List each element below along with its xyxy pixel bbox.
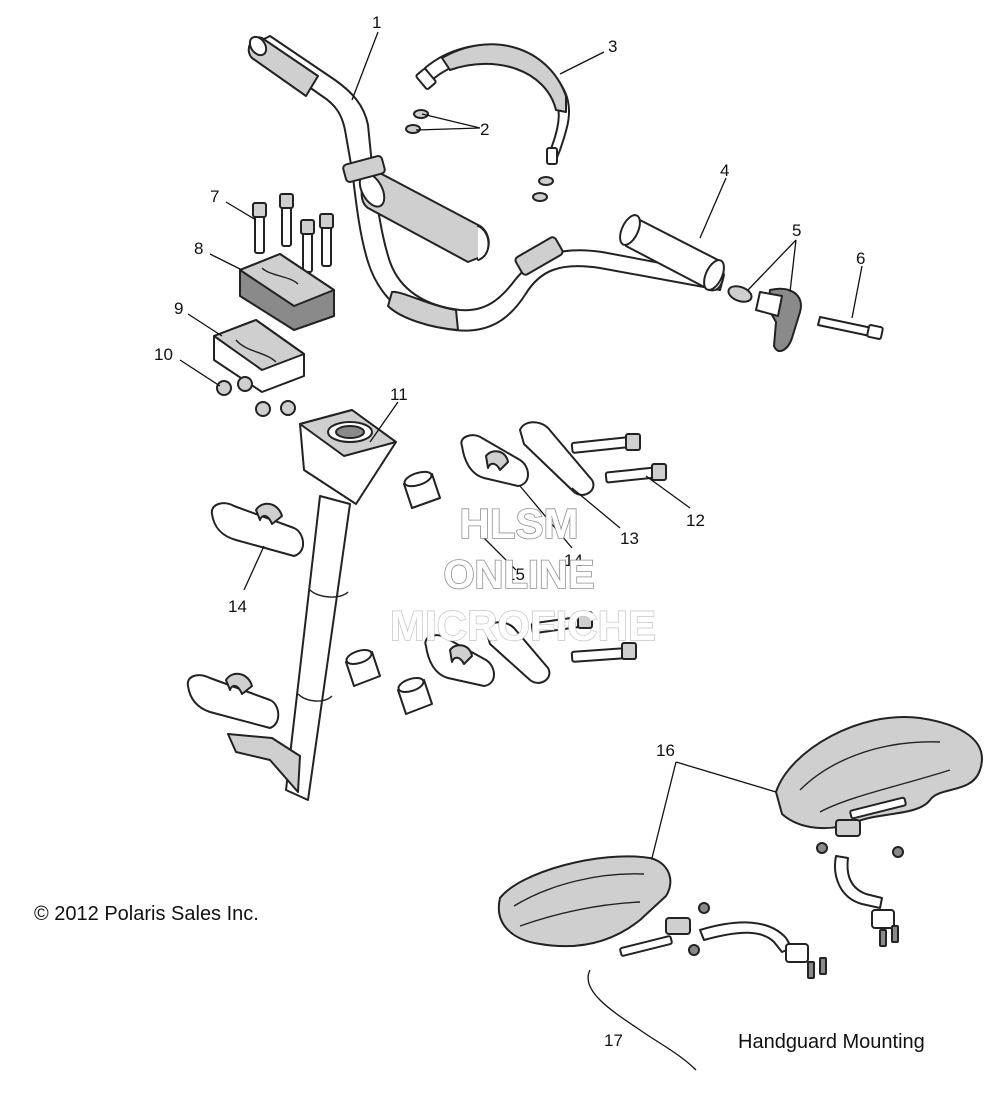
callout-7: 7	[210, 187, 219, 206]
fastener-nuts	[405, 109, 554, 202]
leader-lines	[179, 31, 863, 1071]
callout-2: 2	[480, 120, 489, 139]
inset-caption: Handguard Mounting	[738, 1031, 925, 1053]
handguard-right	[775, 716, 983, 830]
handlebar-pad-strap	[415, 43, 570, 165]
bushings	[345, 470, 441, 715]
mounting-bolts	[530, 433, 667, 663]
callout-8: 8	[194, 239, 203, 258]
callout-16: 16	[656, 741, 675, 760]
callout-14-left: 14	[228, 597, 247, 616]
handguard-left	[497, 855, 672, 948]
callout-labels: 1 2 3 4 5 6 7 8 9 10 11 12 13 14 14 15 1…	[154, 13, 865, 1050]
handlebar	[247, 35, 725, 332]
upper-post-block	[424, 434, 529, 687]
callout-15: 15	[506, 565, 525, 584]
watermark: HLSM ONLINE MICROFICHE	[389, 499, 656, 650]
callout-6: 6	[856, 249, 865, 268]
watermark-line-2: ONLINE	[443, 553, 594, 597]
callout-10: 10	[154, 345, 173, 364]
callout-14-center: 14	[564, 551, 583, 570]
callout-5: 5	[792, 221, 801, 240]
steering-post	[227, 409, 397, 801]
callout-17: 17	[604, 1031, 623, 1050]
throttle-assembly	[727, 285, 802, 353]
callout-4: 4	[720, 161, 729, 180]
clamp-bolts	[252, 193, 334, 273]
lower-bar-clamp	[213, 319, 305, 393]
watermark-line-3: MICROFICHE	[390, 602, 656, 649]
callout-9: 9	[174, 299, 183, 318]
callout-1: 1	[372, 13, 381, 32]
strap-plates	[485, 421, 595, 684]
callout-11: 11	[390, 385, 408, 404]
upper-bar-clamp	[239, 253, 335, 331]
handguard-brackets	[619, 796, 907, 979]
callout-3: 3	[608, 37, 617, 56]
clamp-nuts	[216, 376, 296, 417]
watermark-line-1: HLSM	[460, 500, 579, 547]
steering-support-block	[186, 502, 304, 729]
callout-12: 12	[686, 511, 705, 530]
callout-13: 13	[620, 529, 639, 548]
throttle-bolt	[817, 316, 884, 340]
copyright-notice: © 2012 Polaris Sales Inc.	[34, 903, 259, 925]
grip	[619, 214, 725, 292]
